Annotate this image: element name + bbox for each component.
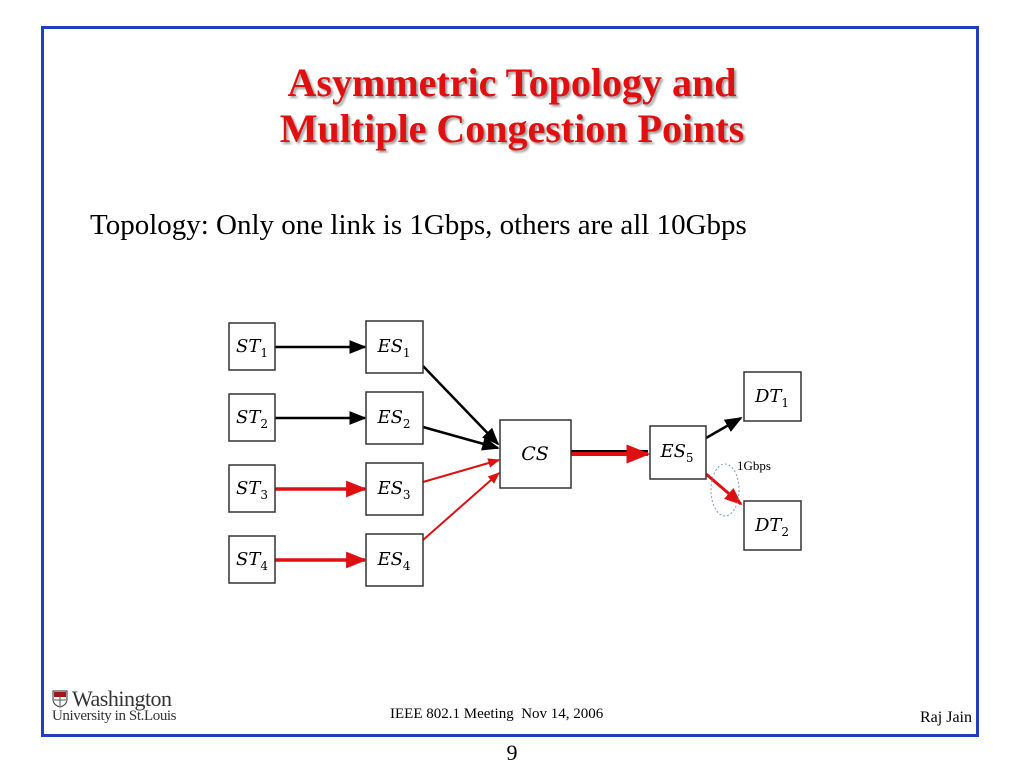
footer-author: Raj Jain — [920, 709, 972, 726]
svg-text:ST1: ST1 — [236, 336, 268, 360]
svg-text:ST4: ST4 — [236, 549, 268, 573]
node-cs: CS — [499, 419, 572, 489]
page-number: 9 — [506, 740, 518, 765]
node-es3: ES3 — [365, 462, 424, 516]
node-es1: ES1 — [365, 320, 424, 374]
svg-text:ES2: ES2 — [376, 407, 410, 431]
svg-text:DT2: DT2 — [754, 515, 789, 539]
svg-text:ES3: ES3 — [376, 478, 410, 502]
edge-es4-cs — [422, 472, 500, 541]
nodes: ST1 ST2 ST3 ST4 ES1 ES2 ES3 ES4 — [228, 320, 802, 587]
node-st4: ST4 — [228, 535, 276, 584]
university-logo: Washington University in St.Louis — [52, 686, 192, 730]
edge-es3-cs — [422, 458, 501, 483]
svg-text:ES4: ES4 — [376, 549, 410, 573]
slide-frame — [41, 26, 979, 737]
node-es2: ES2 — [365, 391, 424, 445]
topology-description: Topology: Only one link is 1Gbps, others… — [90, 209, 747, 241]
edge-es5-dt1 — [705, 416, 743, 440]
svg-text:DT1: DT1 — [754, 386, 789, 410]
node-dt2: DT2 — [743, 500, 802, 551]
slide-title: Asymmetric Topology and Multiple Congest… — [0, 60, 1024, 152]
link-label-1gbps: 1Gbps — [737, 458, 771, 473]
shield-icon — [52, 690, 68, 708]
title-line-1: Asymmetric Topology and — [287, 60, 737, 105]
svg-text:ST2: ST2 — [236, 407, 268, 431]
footer-meeting: IEEE 802.1 Meeting Nov 14, 2006 — [390, 706, 604, 722]
1gbps-link-marker — [710, 463, 740, 517]
node-es5: ES5 — [649, 425, 707, 480]
edge-es2-cs — [422, 425, 500, 451]
edge-es1-cs — [422, 365, 500, 446]
node-es4: ES4 — [365, 533, 424, 587]
title-line-2: Multiple Congestion Points — [279, 106, 745, 151]
edge-es5-dt2 — [705, 472, 743, 506]
logo-line-2: University in St.Louis — [52, 708, 177, 724]
node-st3: ST3 — [228, 464, 276, 513]
svg-text:ES1: ES1 — [376, 336, 410, 360]
logo-line-1: Washington — [72, 686, 172, 711]
node-dt1: DT1 — [743, 371, 802, 422]
svg-text:ES5: ES5 — [659, 441, 693, 465]
svg-text:CS: CS — [521, 443, 549, 465]
node-st1: ST1 — [228, 322, 276, 371]
svg-text:ST3: ST3 — [236, 478, 268, 502]
edges — [275, 340, 743, 569]
node-st2: ST2 — [228, 393, 276, 442]
